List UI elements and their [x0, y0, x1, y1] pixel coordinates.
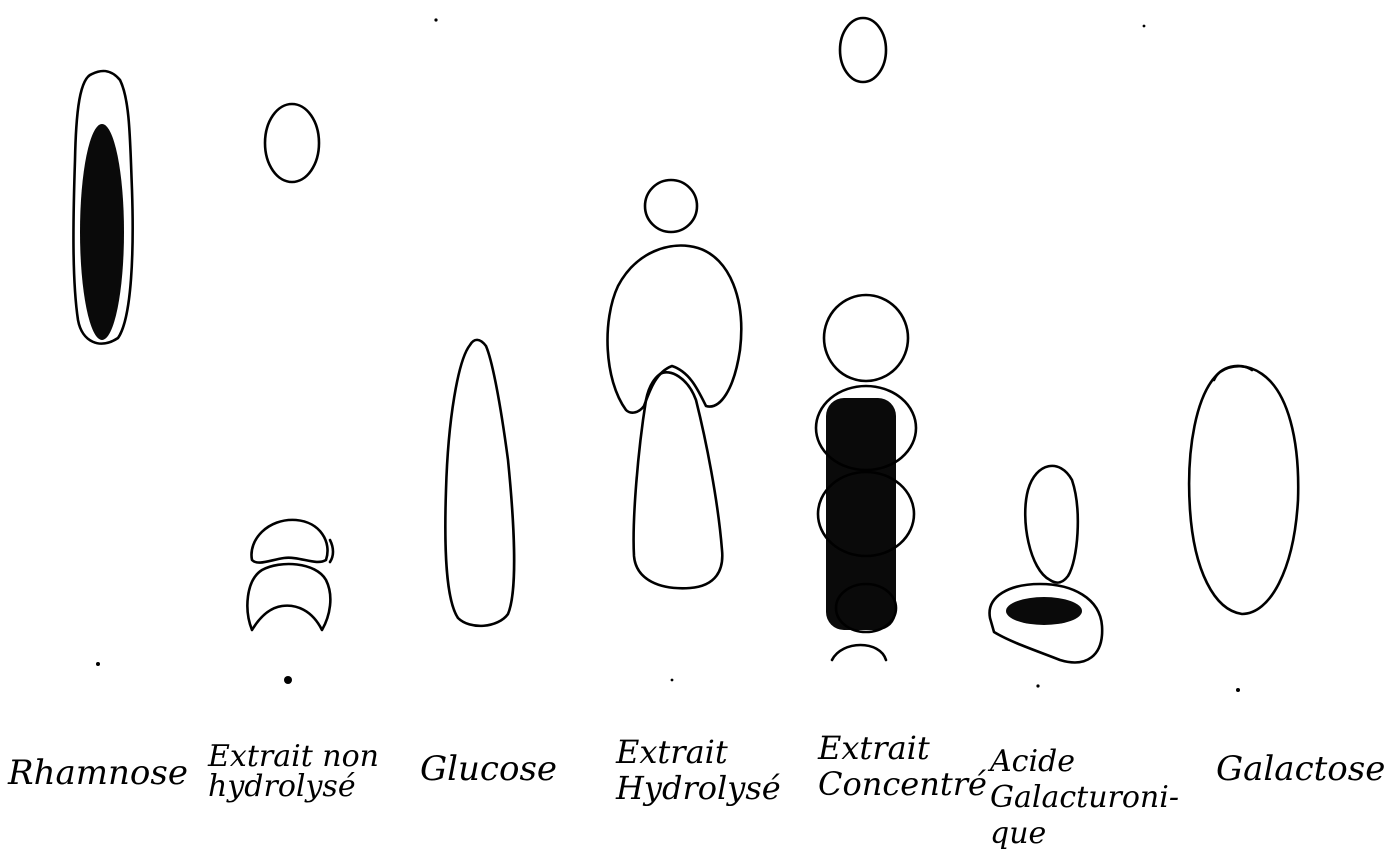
- lane-label-galactose: Galactose: [1216, 752, 1385, 786]
- lane-galactose-spots: [1189, 366, 1298, 614]
- glucose-spot-outline: [445, 340, 514, 626]
- extrait-non-hydrolyse-top-spot: [265, 104, 319, 182]
- acide-galacturonique-upper-spot: [1025, 466, 1078, 583]
- lane-label-acide-galacturonique: Acide Galacturoni- que: [990, 744, 1179, 852]
- plate-speck: [96, 662, 100, 666]
- label-line: Extrait: [616, 734, 781, 770]
- label-line: Hydrolysé: [616, 770, 781, 806]
- lane-extrait-concentre-spots: [816, 18, 916, 660]
- extrait-non-hydrolyse-side-mark: [330, 540, 333, 562]
- lane-label-extrait-non-hydrolyse: Extrait non hydrolysé: [208, 742, 379, 802]
- label-line: Extrait non: [208, 742, 379, 772]
- rhamnose-spot-dark: [80, 124, 124, 340]
- plate-speck: [671, 679, 674, 682]
- lane-rhamnose-spots: [73, 71, 132, 344]
- extrait-hydrolyse-arch-spot: [608, 246, 742, 413]
- extrait-concentre-bottom-arc: [832, 645, 886, 660]
- lane-label-extrait-concentre: Extrait Concentré: [818, 730, 987, 802]
- extrait-non-hydrolyse-upper-lower-spot: [251, 520, 327, 563]
- lane-label-extrait-hydrolyse: Extrait Hydrolysé: [616, 734, 781, 806]
- plate-speck: [1143, 25, 1146, 28]
- label-line: Galacturoni-: [990, 780, 1179, 816]
- extrait-concentre-upper-spot: [824, 295, 908, 381]
- extrait-concentre-top-spot: [840, 18, 886, 82]
- lane-glucose-spots: [445, 340, 514, 626]
- plate-specks: [96, 18, 1240, 692]
- lane-extrait-hydrolyse-spots: [608, 180, 742, 588]
- extrait-non-hydrolyse-lower-spot: [247, 564, 330, 630]
- label-line: Rhamnose: [8, 756, 188, 790]
- lane-extrait-non-hydrolyse-spots: [247, 104, 333, 684]
- label-line: Glucose: [420, 752, 557, 786]
- label-line: hydrolysé: [208, 772, 379, 802]
- label-line: Galactose: [1216, 752, 1385, 786]
- label-line: Extrait: [818, 730, 987, 766]
- acide-galacturonique-dark-spot: [1006, 597, 1082, 625]
- label-line: que: [990, 816, 1179, 852]
- lane-label-glucose: Glucose: [420, 752, 557, 786]
- lane-label-rhamnose: Rhamnose: [8, 756, 188, 790]
- label-line: Acide: [990, 744, 1179, 780]
- plate-speck: [434, 18, 437, 21]
- extrait-non-hydrolyse-speck: [284, 676, 292, 684]
- extrait-hydrolyse-lower-spot: [634, 372, 723, 588]
- plate-speck: [1236, 688, 1240, 692]
- plate-speck: [1036, 684, 1039, 687]
- extrait-hydrolyse-top-spot: [645, 180, 697, 232]
- lane-acide-galacturonique-spots: [990, 466, 1103, 663]
- extrait-concentre-dark-band: [826, 398, 896, 630]
- galactose-spot-outline: [1189, 366, 1298, 614]
- label-line: Concentré: [818, 766, 987, 802]
